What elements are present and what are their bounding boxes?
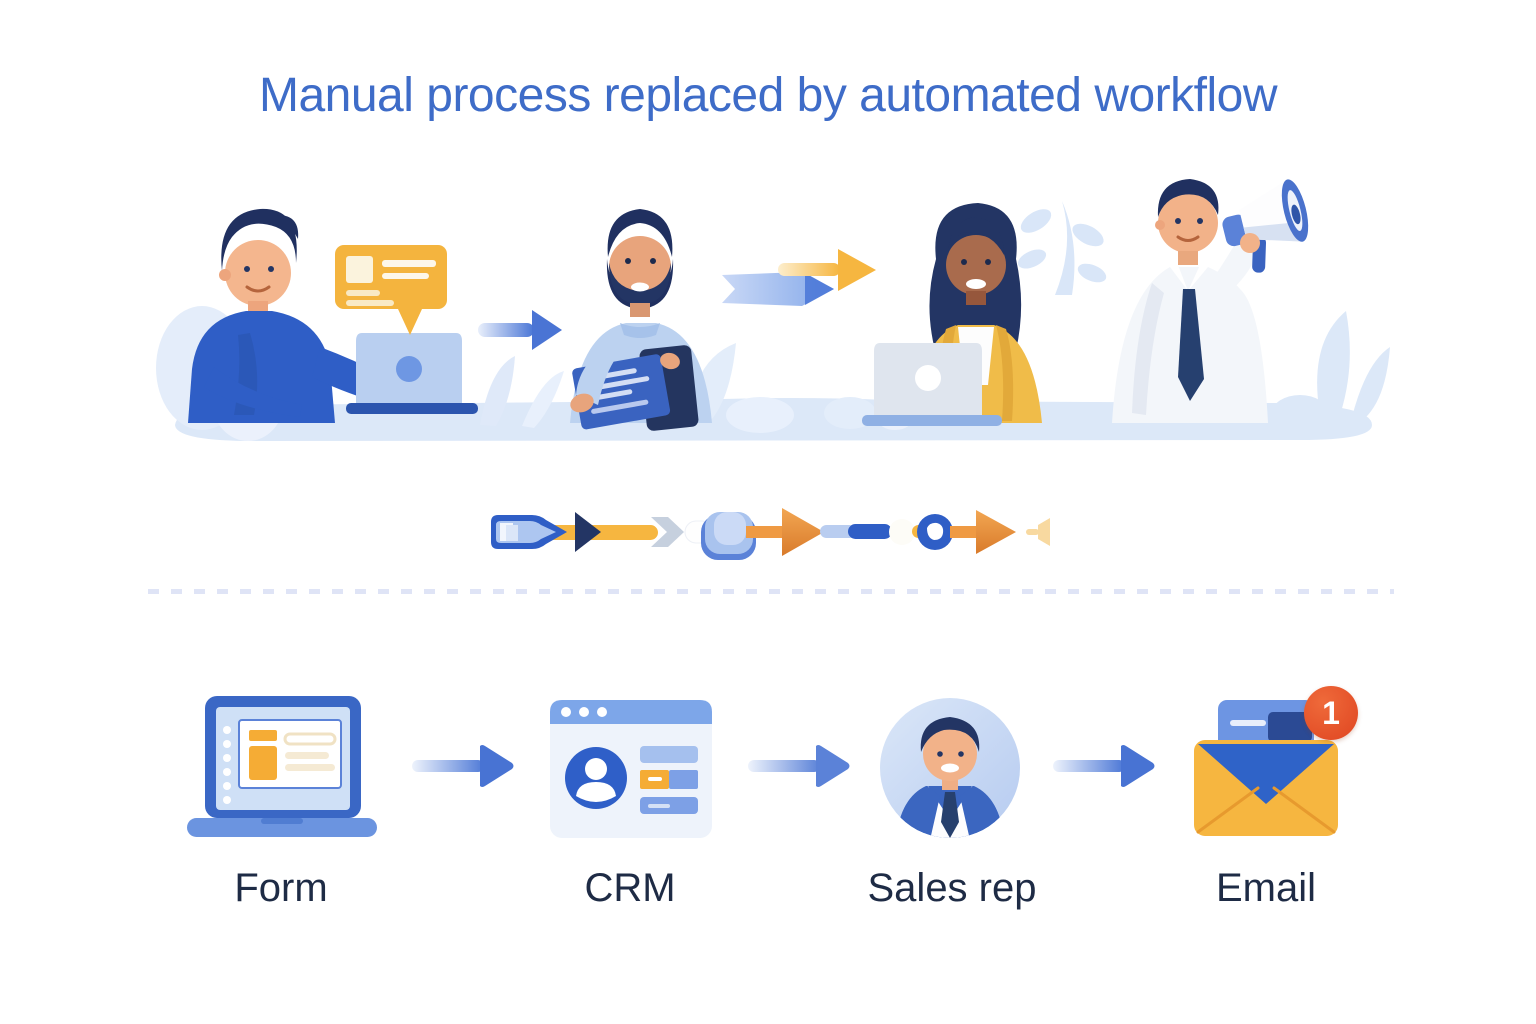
email-envelope-icon	[1194, 700, 1338, 836]
person-at-laptop-icon	[188, 208, 478, 423]
play-triangle-icon	[575, 512, 601, 552]
step-label-crm: CRM	[584, 866, 676, 910]
person-megaphone-icon	[1112, 179, 1309, 423]
orange-bar	[746, 526, 788, 538]
notification-badge: 1	[1304, 686, 1358, 740]
ring-node-icon	[917, 514, 953, 550]
step-label-email: Email	[1215, 866, 1317, 910]
form-speech-bubble-icon	[335, 245, 447, 335]
capsule-segment-icon	[820, 525, 856, 538]
step-label-form: Form	[234, 866, 328, 910]
plant-icon	[1272, 311, 1390, 431]
small-flare-icon	[1026, 518, 1050, 546]
navy-capsule-icon	[848, 524, 892, 539]
plant-icon	[1017, 201, 1107, 295]
arrow-right-icon	[478, 310, 562, 350]
manual-process-illustration	[156, 179, 1390, 441]
orange-bar	[950, 526, 980, 538]
arrow-right-icon	[1053, 745, 1155, 787]
person-reviewing-document-icon	[570, 209, 712, 431]
pill-badge-icon	[701, 512, 756, 560]
notification-count: 1	[1322, 694, 1340, 731]
process-pipeline-graphic	[491, 508, 1050, 560]
banner-arrow-icon	[722, 272, 834, 306]
yellow-bar	[544, 525, 658, 540]
orange-arrowhead-icon	[976, 510, 1016, 554]
chevron-right-icon	[651, 517, 684, 547]
white-node	[889, 519, 915, 545]
arrow-right-icon	[748, 745, 850, 787]
page-title: Manual process replaced by automated wor…	[258, 69, 1278, 122]
lead-tag-icon	[491, 515, 567, 549]
dashed-divider	[148, 589, 1394, 594]
laptop-form-icon	[187, 696, 377, 837]
arrow-right-icon	[412, 745, 514, 787]
orange-arrowhead-icon	[782, 508, 824, 556]
sales-rep-avatar-icon	[880, 698, 1020, 838]
yellow-arrow-right-icon	[778, 249, 876, 291]
megaphone-icon	[1222, 179, 1309, 273]
woman-typing-laptop-icon	[862, 203, 1042, 426]
crm-window-icon	[550, 700, 712, 838]
step-label-sales-rep: Sales rep	[867, 866, 1037, 910]
